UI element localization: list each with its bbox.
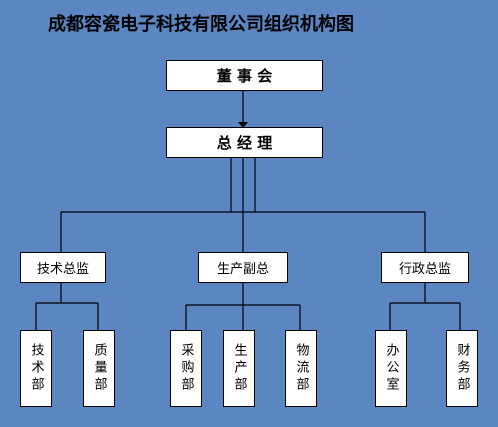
logistics-dept-label: 物流部 — [293, 343, 309, 394]
purchasing-dept-label: 采购部 — [178, 343, 194, 394]
production-dept-label: 生产部 — [231, 343, 247, 394]
general-manager-node: 总 经 理 — [166, 127, 323, 158]
tech-director-node: 技术总监 — [20, 252, 106, 283]
tech-director-label: 技术总监 — [36, 262, 89, 277]
production-vp-node: 生产副总 — [198, 252, 288, 283]
page-title: 成都容瓷电子科技有限公司组织机构图 — [48, 14, 354, 35]
quality-dept-node: 质量部 — [83, 330, 115, 407]
finance-dept-node: 财务部 — [446, 330, 478, 407]
tech-dept-node: 技术部 — [20, 330, 52, 407]
admin-director-label: 行政总监 — [398, 262, 451, 277]
purchasing-dept-node: 采购部 — [170, 330, 202, 407]
general-manager-label: 总 经 理 — [216, 134, 273, 152]
admin-director-node: 行政总监 — [381, 252, 469, 283]
quality-dept-label: 质量部 — [91, 343, 107, 394]
board-label: 董 事 会 — [216, 67, 273, 85]
tech-dept-label: 技术部 — [28, 343, 44, 394]
office-label: 办公室 — [383, 343, 399, 394]
finance-dept-label: 财务部 — [454, 343, 470, 394]
production-vp-label: 生产副总 — [216, 262, 269, 277]
office-node: 办公室 — [375, 330, 407, 407]
board-node: 董 事 会 — [166, 60, 323, 91]
arrow-down-icon — [238, 122, 248, 128]
production-dept-node: 生产部 — [223, 330, 255, 407]
logistics-dept-node: 物流部 — [285, 330, 317, 407]
